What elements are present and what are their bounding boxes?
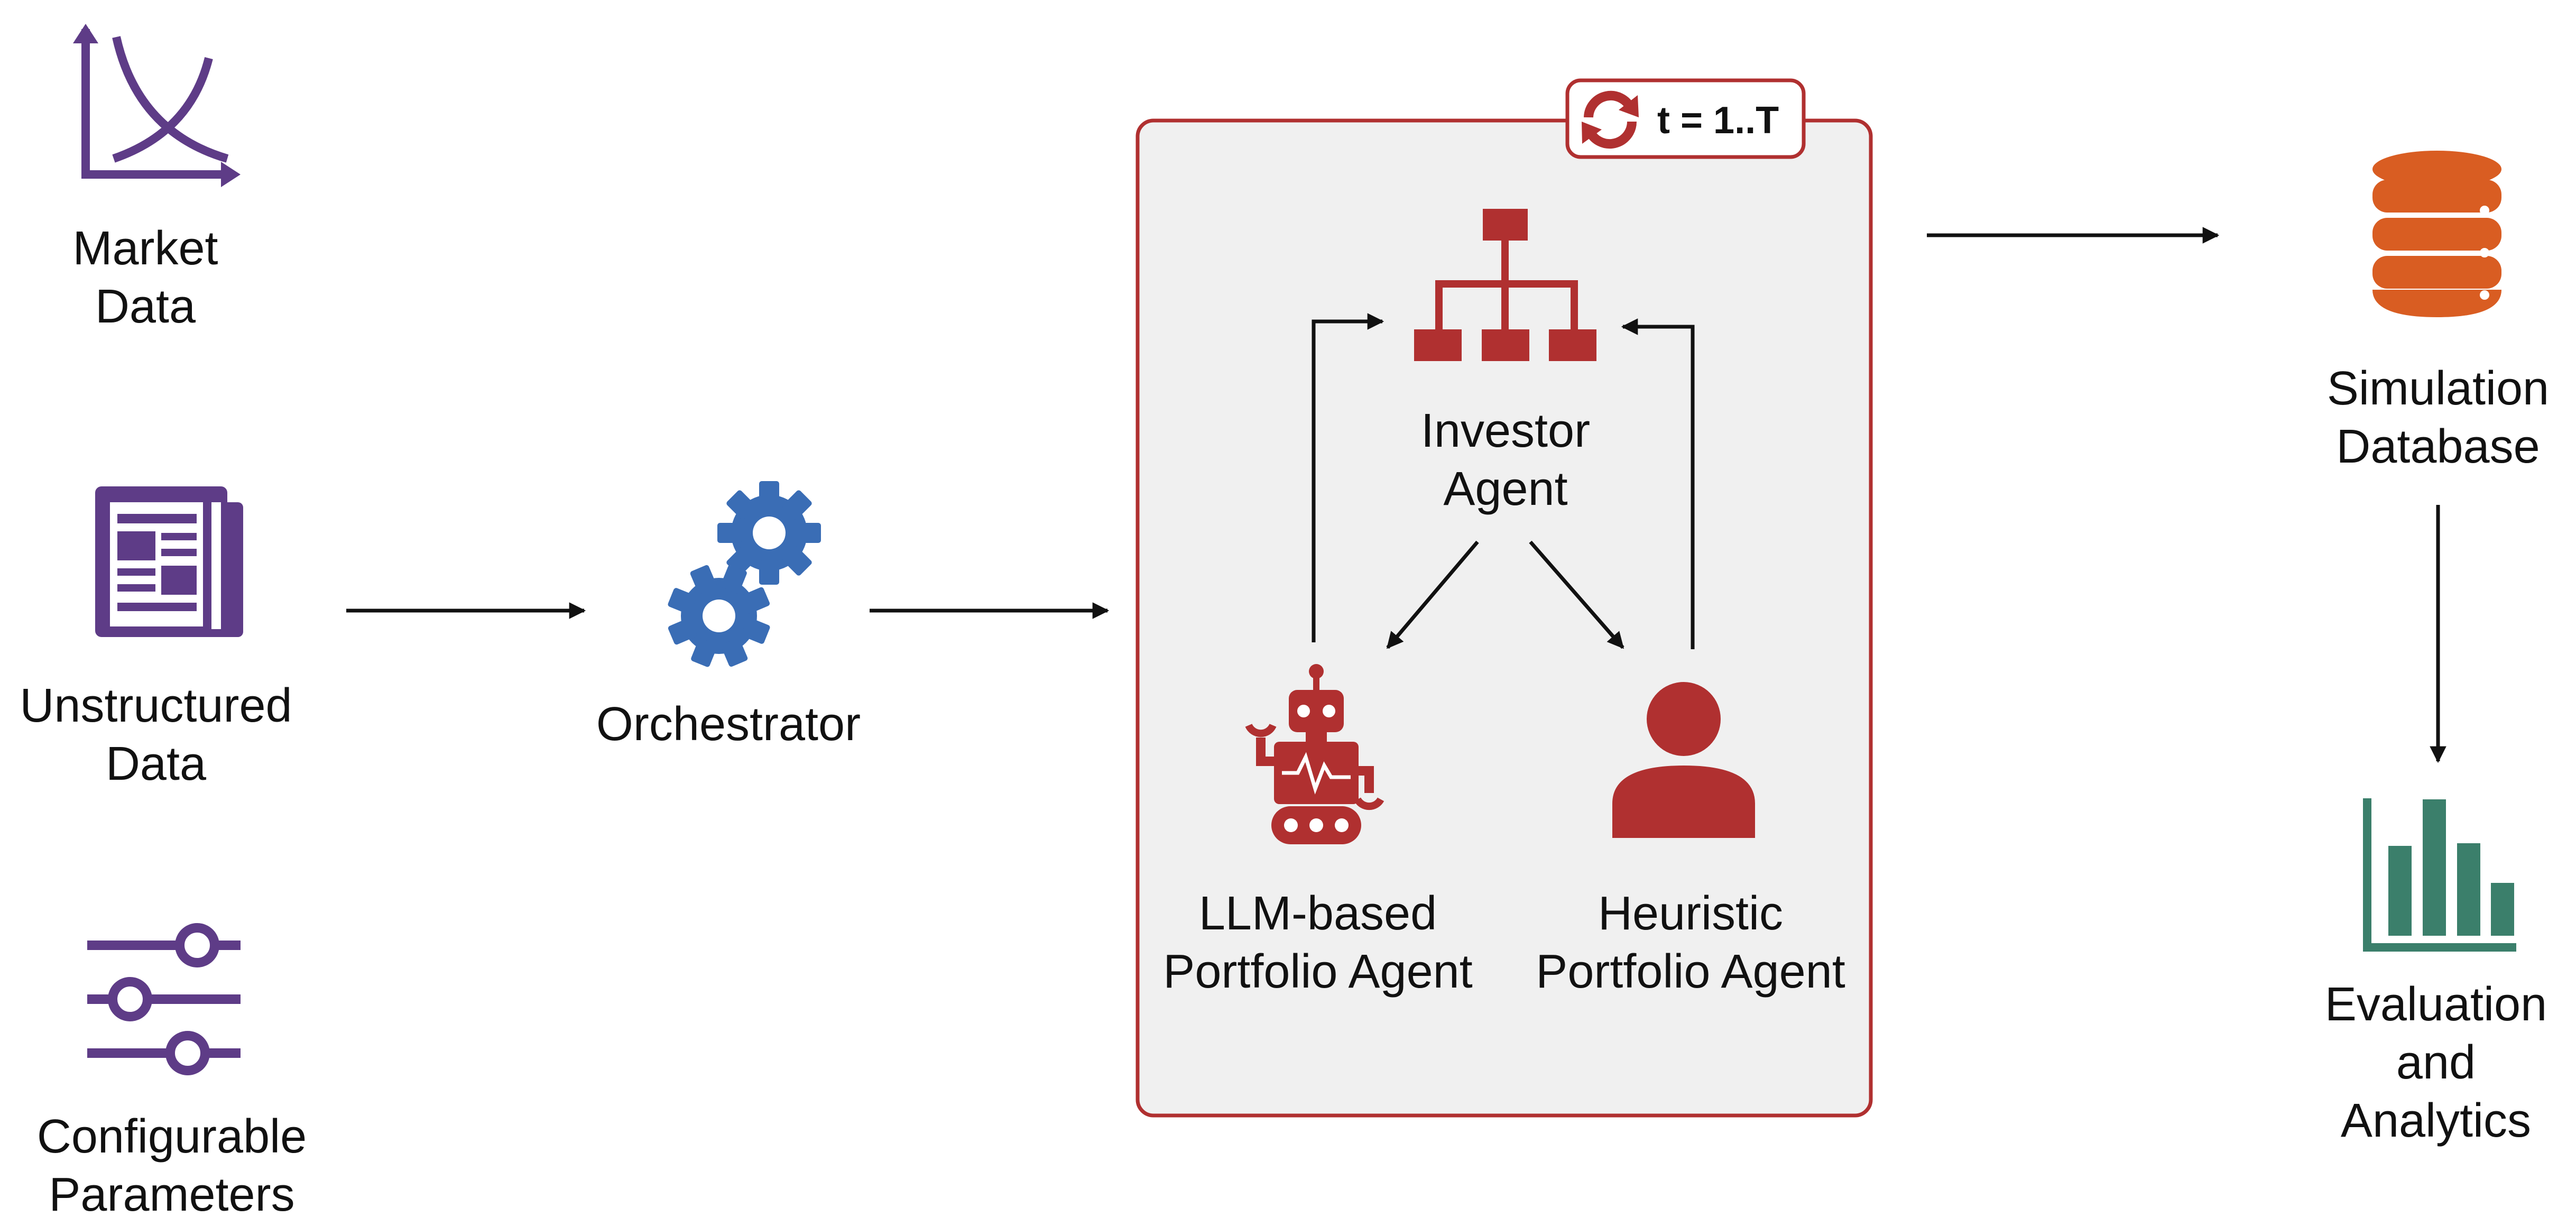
hierarchy-icon bbox=[1414, 209, 1596, 361]
input-market-data: Market Data bbox=[72, 24, 241, 333]
newspaper-icon bbox=[95, 486, 243, 637]
analytics-label-line3: Analytics bbox=[2341, 1094, 2531, 1147]
simulation-database-node: Simulation Database bbox=[2327, 151, 2549, 473]
investor-agent-label-line2: Agent bbox=[1443, 463, 1567, 515]
person-icon bbox=[1612, 682, 1755, 838]
heuristic-agent-label-line1: Heuristic bbox=[1598, 887, 1783, 940]
market-data-label-line1: Market bbox=[72, 222, 218, 275]
market-chart-icon bbox=[73, 24, 241, 187]
llm-portfolio-agent-node: LLM-based Portfolio Agent bbox=[1163, 664, 1473, 998]
input-unstructured-data: Unstructured Data bbox=[20, 486, 292, 790]
database-icon bbox=[2372, 151, 2501, 317]
heuristic-agent-label-line2: Portfolio Agent bbox=[1536, 945, 1845, 998]
arrow-investor-to-llm bbox=[1386, 540, 1479, 649]
arrow-heuristic-to-investor bbox=[1621, 318, 1695, 649]
evaluation-analytics-node: Evaluation and Analytics bbox=[2325, 798, 2547, 1147]
refresh-cycle-icon bbox=[1584, 90, 1637, 149]
market-data-label-line2: Data bbox=[95, 280, 196, 333]
simulation-loop-panel: t = 1..T Investor Agent bbox=[1135, 78, 1873, 1118]
analytics-label-line1: Evaluation bbox=[2325, 978, 2547, 1031]
sliders-icon bbox=[87, 923, 241, 1075]
orchestrator-label: Orchestrator bbox=[596, 698, 861, 751]
loop-panel-background bbox=[1135, 118, 1873, 1118]
database-label-line2: Database bbox=[2336, 420, 2540, 473]
configurable-parameters-label-line2: Parameters bbox=[49, 1168, 294, 1217]
investor-agent-node: Investor Agent bbox=[1414, 209, 1596, 515]
unstructured-data-label-line2: Data bbox=[106, 737, 207, 790]
bar-chart-icon bbox=[2363, 798, 2516, 952]
unstructured-data-label-line1: Unstructured bbox=[20, 679, 292, 732]
investor-agent-label-line1: Investor bbox=[1421, 404, 1590, 457]
database-label-line1: Simulation bbox=[2327, 362, 2549, 415]
input-configurable-parameters: Configurable Parameters bbox=[37, 923, 307, 1217]
gears-icon bbox=[668, 481, 821, 667]
loop-badge-label: t = 1..T bbox=[1657, 99, 1779, 142]
analytics-label-line2: and bbox=[2396, 1036, 2476, 1089]
arrow-llm-to-investor bbox=[1312, 313, 1384, 642]
loop-badge: t = 1..T bbox=[1565, 78, 1806, 159]
llm-agent-label-line1: LLM-based bbox=[1199, 887, 1437, 940]
robot-icon bbox=[1245, 664, 1384, 844]
configurable-parameters-label-line1: Configurable bbox=[37, 1110, 307, 1163]
orchestrator-node: Orchestrator bbox=[596, 481, 861, 751]
arrow-investor-to-heuristic bbox=[1529, 540, 1624, 649]
llm-agent-label-line2: Portfolio Agent bbox=[1163, 945, 1472, 998]
heuristic-portfolio-agent-node: Heuristic Portfolio Agent bbox=[1536, 682, 1845, 998]
